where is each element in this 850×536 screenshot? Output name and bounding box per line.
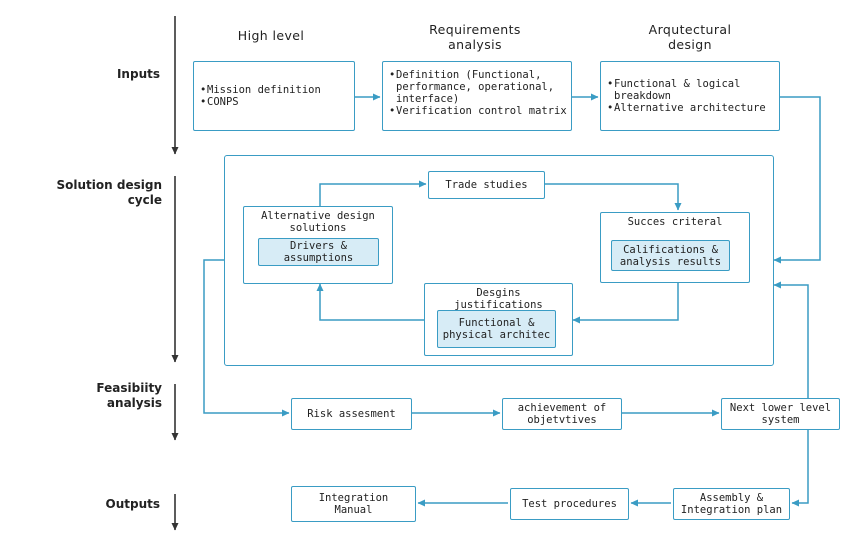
test-procedures-box: Test procedures: [510, 488, 629, 520]
column-header-requirements-analysis: Requirements analysis: [429, 22, 521, 52]
arrow-nextlevel-to-assembly: [791, 430, 809, 507]
drivers-assumptions-box: Drivers & assumptions: [258, 238, 379, 266]
trade-studies-box: Trade studies: [428, 171, 545, 199]
row-label-solution-design-cycle: Solution design cycle: [56, 178, 162, 207]
row-label-feasibility-analysis: Feasibiity analysis: [96, 381, 162, 410]
design-justifications-title: Desgins justifications: [454, 287, 543, 311]
arrow-justifications-to-alternative: [316, 283, 425, 321]
bullet-verification-matrix: Verification control matrix: [389, 105, 567, 117]
next-lower-level-system-box: Next lower level system: [721, 398, 840, 430]
architectural-design-box: Functional & logical breakdown Alternati…: [600, 61, 780, 131]
arrow-success-to-justifications: [572, 283, 679, 324]
bullet-conps: CONPS: [200, 96, 350, 108]
arrow-cycle-to-risk: [203, 259, 290, 417]
integration-manual-box: Integration Manual: [291, 486, 416, 522]
success-criteria-box: Succes criteral Califications & analysis…: [600, 212, 750, 283]
column-header-high-level: High level: [237, 28, 305, 43]
assembly-integration-plan-box: Assembly & Integration plan: [673, 488, 790, 520]
achievement-objectives-box: achievement of objetvtives: [502, 398, 622, 430]
column-header-architectural-design: Arqutectural design: [648, 22, 732, 52]
success-criteria-title: Succes criteral: [627, 216, 723, 228]
bullet-functional-logical-breakdown: Functional & logical breakdown: [607, 78, 775, 102]
risk-assessment-box: Risk assesment: [291, 398, 412, 430]
design-justifications-box: Desgins justifications Functional & phys…: [424, 283, 573, 356]
arrow-architecture-to-cycle: [773, 96, 821, 264]
functional-physical-architecture-box: Functional & physical architec: [437, 310, 556, 348]
bullet-alternative-architecture: Alternative architecture: [607, 102, 775, 114]
alternative-design-title: Alternative design solutions: [261, 210, 375, 234]
alternative-design-solutions-box: Alternative design solutions Drivers & a…: [243, 206, 393, 284]
califications-analysis-box: Califications & analysis results: [611, 240, 730, 271]
arrow-trade-to-success: [545, 183, 682, 211]
bullet-definition: Definition (Functional, performance, ope…: [389, 69, 567, 105]
row-label-inputs: Inputs: [116, 67, 160, 81]
solution-cycle-frame: [224, 155, 774, 366]
high-level-inputs-box: Mission definition CONPS: [193, 61, 355, 131]
row-label-outputs: Outputs: [105, 497, 161, 511]
arrow-nextlevel-to-cycle: [773, 281, 809, 398]
requirements-analysis-box: Definition (Functional, performance, ope…: [382, 61, 572, 131]
arrow-alternative-to-trade: [319, 180, 427, 206]
bullet-mission-definition: Mission definition: [200, 84, 350, 96]
